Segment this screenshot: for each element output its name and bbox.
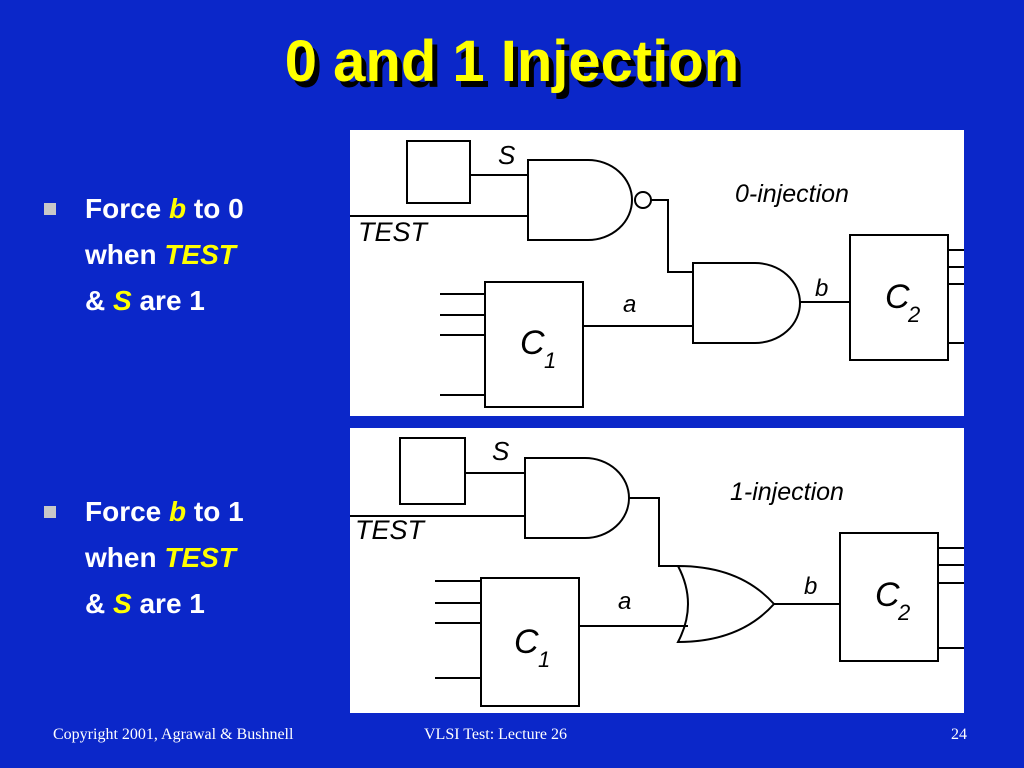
signal-s: S xyxy=(113,285,132,316)
s-input-box xyxy=(406,140,471,204)
signal-test: TEST xyxy=(164,542,236,573)
bullet-text: Force b to 0 when TEST & S are 1 xyxy=(85,193,244,316)
caption-one-injection: 1-injection xyxy=(730,478,844,506)
slide-title-text: 0 and 1 Injection xyxy=(284,29,740,94)
signal-b: b xyxy=(169,496,187,527)
and-gate xyxy=(692,262,801,344)
bullet-marker xyxy=(44,506,56,518)
signal-s: S xyxy=(113,588,132,619)
c2-block xyxy=(839,532,939,662)
bullet-text: Force b to 1 when TEST & S are 1 xyxy=(85,496,244,619)
a-label: a xyxy=(623,291,636,318)
bullet-marker xyxy=(44,203,56,215)
slide-title: 0 and 1 Injection 0 and 1 Injection xyxy=(0,22,1024,112)
s-label: S xyxy=(492,436,510,466)
signal-b: b xyxy=(169,193,187,224)
footer-copyright: Copyright 2001, Agrawal & Bushnell xyxy=(53,726,294,743)
zero-injection-circuit: S TEST 0-injection a b C 1 C 2 xyxy=(350,140,964,408)
c1-label: C xyxy=(520,324,545,362)
a-label: a xyxy=(618,588,631,615)
diagram-zero-injection: S TEST 0-injection a b C 1 C 2 xyxy=(350,130,964,416)
slide-title-shadow: 0 and 1 Injection xyxy=(289,35,745,100)
and-gate xyxy=(524,457,630,539)
or-gate xyxy=(676,564,776,644)
c2-label: C xyxy=(875,576,900,614)
s-input-box xyxy=(399,437,466,505)
bullet-zero-injection: Force b to 0 when TEST & S are 1 xyxy=(44,186,334,324)
test-label: TEST xyxy=(355,515,427,545)
diagram-one-injection: S TEST 1-injection a b C 1 C 2 xyxy=(350,428,964,713)
c2-subscript: 2 xyxy=(897,600,910,625)
b-label: b xyxy=(815,275,828,302)
s-label: S xyxy=(498,140,516,170)
footer-course: VLSI Test: Lecture 26 xyxy=(424,726,567,743)
signal-test: TEST xyxy=(164,239,236,270)
one-injection-circuit: S TEST 1-injection a b C 1 C 2 xyxy=(350,436,964,707)
c1-subscript: 1 xyxy=(544,348,556,373)
c1-subscript: 1 xyxy=(538,647,550,672)
test-label: TEST xyxy=(358,217,430,247)
b-label: b xyxy=(804,573,817,600)
c1-label: C xyxy=(514,623,539,661)
inversion-bubble xyxy=(634,191,652,209)
c1-block xyxy=(484,281,584,408)
c2-block xyxy=(849,234,949,361)
footer-page-number: 24 xyxy=(951,726,967,743)
c2-label: C xyxy=(885,278,910,316)
caption-zero-injection: 0-injection xyxy=(735,180,849,208)
c1-block xyxy=(480,577,580,707)
bullet-one-injection: Force b to 1 when TEST & S are 1 xyxy=(44,489,334,627)
nand-gate xyxy=(527,159,633,241)
c2-subscript: 2 xyxy=(907,302,920,327)
